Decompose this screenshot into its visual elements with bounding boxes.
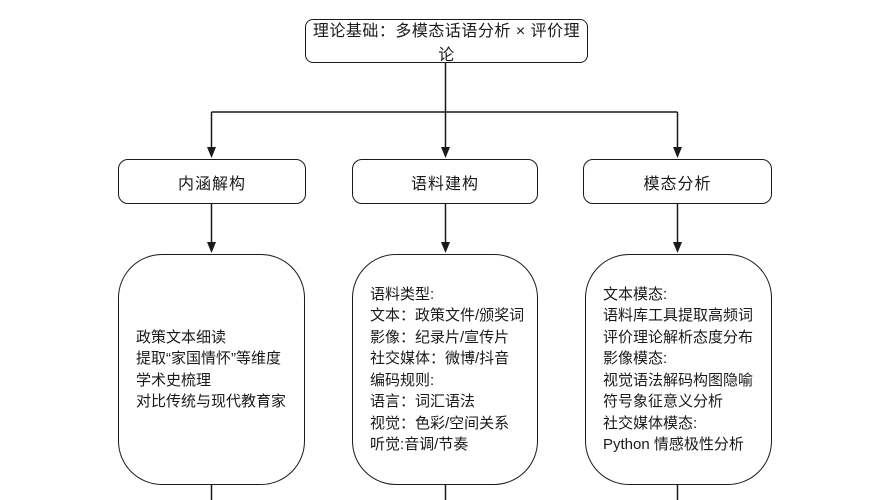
detail-line: Python 情感极性分析 (603, 436, 744, 453)
detail-line: 语言：词汇语法 (370, 393, 476, 410)
detail-line: 文本模态: (603, 285, 668, 303)
detail-line: 视觉：色彩/空间关系 (370, 414, 510, 432)
detail-line: 社交媒体模态: (603, 414, 698, 432)
detail-line: 视觉语法解码构图隐喻 (603, 371, 754, 389)
stage-label: 内涵解构 (177, 175, 246, 193)
detail-line: 对比传统与现代教育家 (136, 393, 287, 410)
detail-line: 语料库工具提取高频词 (603, 307, 754, 324)
detail-line: 语料类型: (370, 285, 435, 303)
node-theory-basis: 理论基础：多模态话语分析 × 评价理论 (305, 19, 588, 64)
arrowhead-icon (207, 147, 216, 158)
detail-line: 社交媒体：微博/抖音 (370, 350, 510, 367)
arrowheads (207, 147, 682, 253)
node-theory-basis-label: 理论基础：多模态话语分析 × 评价理论 (312, 23, 581, 64)
detail-line: 编码规则: (370, 371, 435, 389)
node-connotation-deconstruction: 内涵解构 (118, 159, 306, 204)
detail-modality-analysis: 文本模态: 语料库工具提取高频词 评价理论解析态度分布 影像模态: 视觉语法解码… (585, 254, 772, 485)
stage-label: 模态分析 (643, 175, 712, 193)
detail-line: 影像模态: (603, 350, 668, 367)
detail-line: 政策文本细读 (136, 328, 227, 346)
detail-corpus-construction: 语料类型: 文本：政策文件/颁奖词 影像：纪录片/宣传片 社交媒体：微博/抖音 … (352, 254, 538, 485)
arrowhead-icon (207, 242, 216, 253)
arrowhead-icon (673, 242, 682, 253)
arrowhead-icon (441, 147, 450, 158)
detail-line: 提取“家国情怀”等维度 (136, 350, 281, 367)
node-corpus-construction: 语料建构 (352, 159, 538, 204)
detail-line: 评价理论解析态度分布 (603, 328, 754, 346)
arrowhead-icon (673, 147, 682, 158)
detail-line: 影像：纪录片/宣传片 (370, 328, 510, 346)
detail-line: 符号象征意义分析 (603, 393, 724, 410)
detail-line: 听觉:音调/节奏 (370, 436, 469, 453)
node-modality-analysis: 模态分析 (583, 159, 772, 204)
detail-connotation-deconstruction: 政策文本细读 提取“家国情怀”等维度 学术史梳理 对比传统与现代教育家 (118, 254, 305, 485)
arrowhead-icon (441, 242, 450, 253)
detail-line: 文本：政策文件/颁奖词 (370, 307, 525, 324)
connector-paths (210, 63, 679, 500)
stage-label: 语料建构 (410, 175, 479, 193)
detail-line: 学术史梳理 (136, 371, 212, 389)
